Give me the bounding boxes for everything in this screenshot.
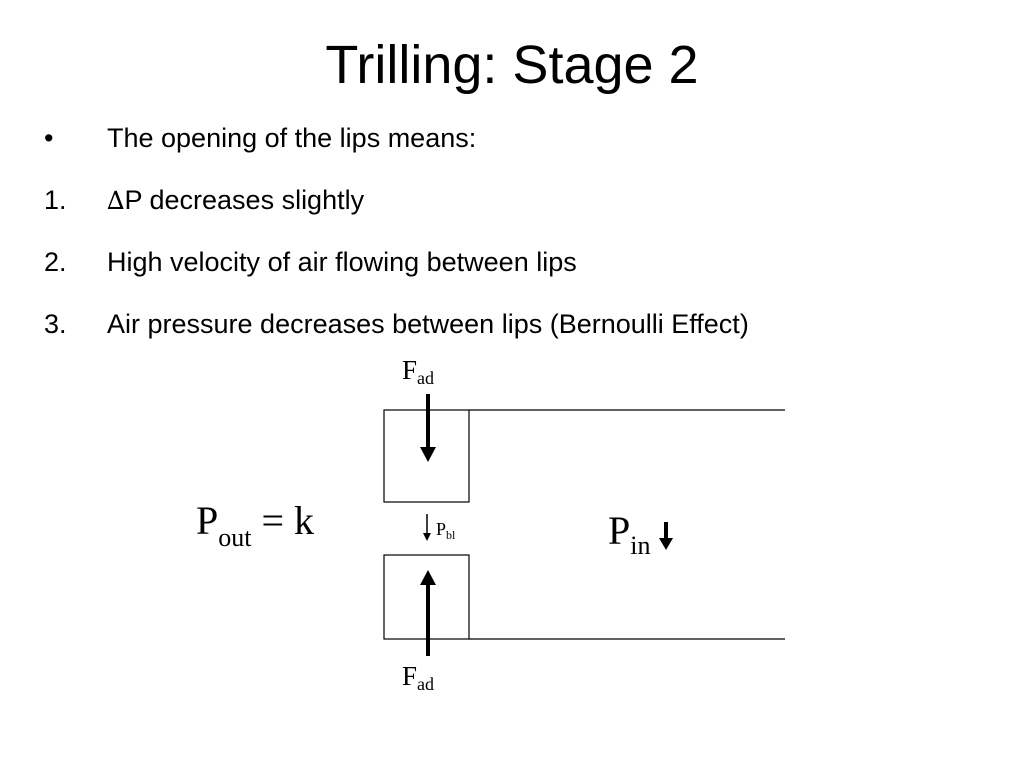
point-2-number: 2. <box>44 247 67 277</box>
force-bottom-label: Fad <box>402 661 434 694</box>
point-1-number: 1. <box>44 185 67 215</box>
intro-text: The opening of the lips means: <box>107 123 477 153</box>
pressure-out-label: Pout = k <box>196 498 314 552</box>
delta-symbol: ∆ <box>107 186 125 215</box>
point-1-text: ∆P decreases slightly <box>107 184 364 217</box>
force-bottom-arrow-head <box>420 570 436 585</box>
pbl-arrow-head <box>423 533 431 541</box>
pin-arrow-head <box>659 538 673 550</box>
pressure-in-label: Pin <box>608 508 650 560</box>
point-3-number: 3. <box>44 309 67 339</box>
pressure-bl-label: Pbl <box>436 519 456 542</box>
bullet-marker: • <box>44 123 54 153</box>
point-2-text: High velocity of air flowing between lip… <box>107 247 577 277</box>
slide-title: Trilling: Stage 2 <box>325 35 699 95</box>
force-top-arrow-head <box>420 447 436 462</box>
force-top-label: Fad <box>402 355 434 388</box>
point-1-body: P decreases slightly <box>124 185 365 215</box>
point-3-text: Air pressure decreases between lips (Ber… <box>107 309 749 339</box>
